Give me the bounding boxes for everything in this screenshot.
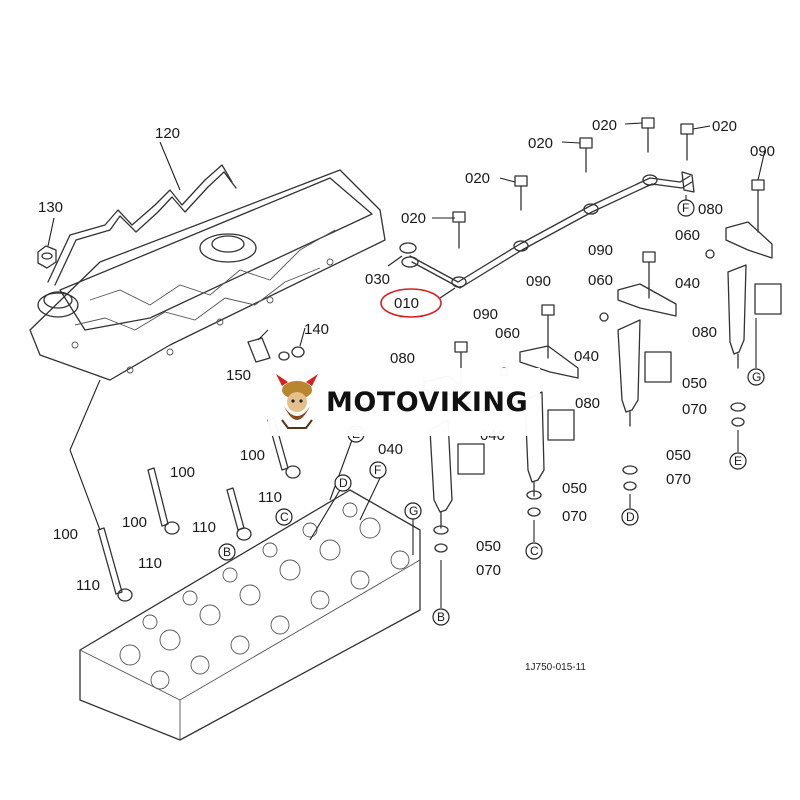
label-100-b: 100 xyxy=(170,464,195,481)
brand-name: MOTOVIKING xyxy=(326,386,529,418)
label-080-b: 080 xyxy=(692,324,717,341)
ref-G-left: G xyxy=(409,504,418,518)
label-090-c: 090 xyxy=(526,273,551,290)
part-number-labels: 120 130 020 020 020 020 020 090 080 060 … xyxy=(38,117,775,594)
bracket-part-120 xyxy=(47,164,237,286)
label-060-b: 060 xyxy=(588,272,613,289)
label-150: 150 xyxy=(226,367,251,384)
ref-D-left: D xyxy=(339,476,348,490)
label-070-b: 070 xyxy=(666,471,691,488)
o-rings-part-060 xyxy=(499,249,715,377)
ref-F-top: F xyxy=(682,201,689,215)
label-080-c: 080 xyxy=(390,350,415,367)
label-060-c: 060 xyxy=(495,325,520,342)
ref-G-right: G xyxy=(752,370,761,384)
label-020-d: 020 xyxy=(465,170,490,187)
diagram-code: 1J750-015-11 xyxy=(525,662,586,673)
label-110-a: 110 xyxy=(258,489,282,506)
label-110-d: 110 xyxy=(76,577,100,594)
nut-part-130 xyxy=(37,245,57,269)
holders-part xyxy=(457,283,782,475)
label-050-a: 050 xyxy=(682,375,707,392)
label-080-a: 080 xyxy=(698,201,723,218)
ref-B-right: B xyxy=(437,610,445,624)
label-050-b: 050 xyxy=(666,447,691,464)
seals-part-050 xyxy=(433,402,746,535)
ref-D-right: D xyxy=(626,510,635,524)
label-050-c: 050 xyxy=(562,480,587,497)
label-140: 140 xyxy=(304,321,329,338)
label-090-a: 090 xyxy=(750,143,775,160)
ref-E-right: E xyxy=(734,454,742,468)
label-010: 010 xyxy=(394,295,419,312)
banjo-bolts-part-020 xyxy=(452,117,694,249)
cylinder-head xyxy=(79,489,421,741)
label-090-b: 090 xyxy=(588,242,613,259)
leader-lines xyxy=(47,122,766,608)
valve-cover xyxy=(29,169,386,381)
label-100-d: 100 xyxy=(53,526,78,543)
fuel-gallery-pipe-part-010 xyxy=(409,171,695,289)
brand-watermark: MOTOVIKING xyxy=(268,368,540,436)
nuts-part-110 xyxy=(117,465,301,602)
glow-plugs-part-100 xyxy=(97,417,289,595)
ref-C-left: C xyxy=(280,510,289,524)
label-100-a: 100 xyxy=(240,447,265,464)
label-050-d: 050 xyxy=(476,538,501,555)
label-070-c: 070 xyxy=(562,508,587,525)
label-110-b: 110 xyxy=(192,519,216,536)
label-090-d: 090 xyxy=(473,306,498,323)
label-080-d: 080 xyxy=(575,395,600,412)
ref-F-left: F xyxy=(374,463,381,477)
label-060-a: 060 xyxy=(675,227,700,244)
label-030: 030 xyxy=(365,271,390,288)
label-040-a: 040 xyxy=(675,275,700,292)
label-070-d: 070 xyxy=(476,562,501,579)
label-020-b: 020 xyxy=(712,118,737,135)
label-100-c: 100 xyxy=(122,514,147,531)
label-120: 120 xyxy=(155,125,180,142)
viking-logo-icon xyxy=(276,374,318,429)
ref-C-right: C xyxy=(530,544,539,558)
ref-B-left: B xyxy=(223,545,231,559)
label-040-b: 040 xyxy=(574,348,599,365)
washer-part-030 xyxy=(399,242,419,268)
label-110-c: 110 xyxy=(138,555,162,572)
label-020-a: 020 xyxy=(592,117,617,134)
label-040-d: 040 xyxy=(378,441,403,458)
highlight-ring-010 xyxy=(380,288,442,318)
label-020-c: 020 xyxy=(528,135,553,152)
washers-part-070 xyxy=(434,417,745,553)
label-130: 130 xyxy=(38,199,63,216)
label-020-e: 020 xyxy=(401,210,426,227)
label-070-a: 070 xyxy=(682,401,707,418)
